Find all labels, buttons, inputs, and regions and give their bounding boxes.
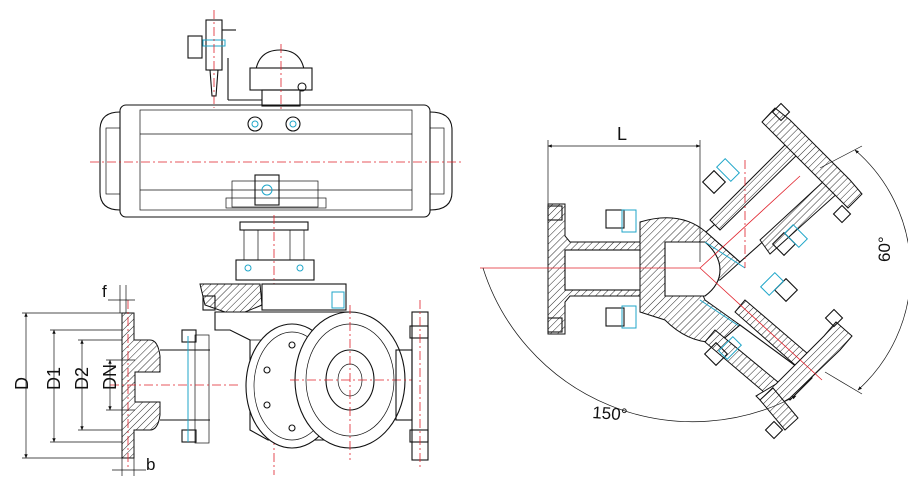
dim-label-D1: D1: [44, 367, 64, 390]
front-view: D D1 D2 DN f b: [12, 10, 462, 476]
angle-label-150: 150°: [592, 403, 628, 424]
limit-switch-box: [249, 44, 313, 110]
valve-body: [199, 283, 412, 460]
left-flange: [110, 300, 240, 470]
dim-label-D: D: [12, 377, 32, 390]
angle-150-arc: [482, 267, 797, 423]
dim-label-DN: DN: [100, 364, 120, 390]
top-section-view: L 150° 60°: [480, 102, 908, 440]
dim-label-L: L: [617, 124, 627, 144]
dim-label-f: f: [102, 282, 107, 301]
angle-label-60: 60°: [875, 236, 894, 262]
dim-label-D2: D2: [72, 367, 92, 390]
dimension-L: [547, 140, 701, 262]
filter-regulator: [187, 10, 262, 108]
dim-label-b: b: [146, 455, 155, 474]
upper-outlet-branch: [701, 102, 863, 263]
angle-60-arc: [854, 149, 908, 391]
dimension-lines: [22, 285, 146, 476]
lower-outlet-branch: [703, 271, 853, 440]
pneumatic-actuator: [90, 104, 462, 218]
right-flange: [395, 300, 429, 470]
ball-body: [639, 217, 746, 343]
